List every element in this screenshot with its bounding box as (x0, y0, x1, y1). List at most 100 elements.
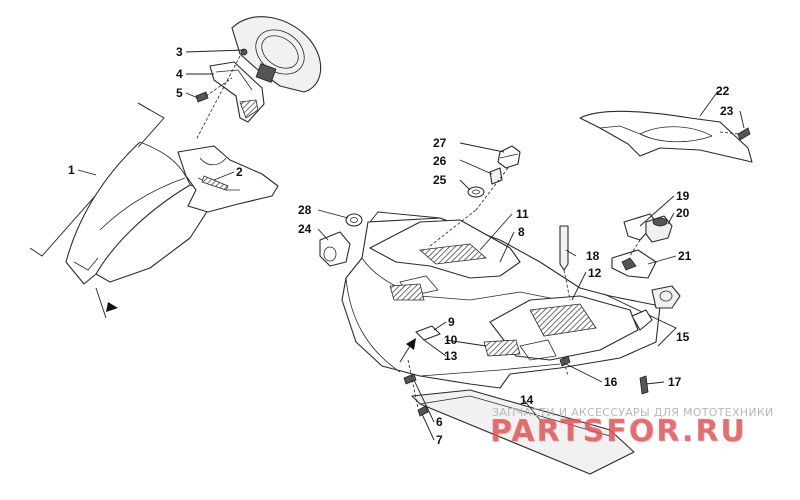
arrow-shaft-6 (399, 345, 411, 363)
control-knob (319, 231, 351, 267)
callout-11: 11 (516, 207, 529, 221)
callout-6: 6 (436, 415, 443, 429)
headlight-assembly (29, 16, 322, 319)
callout-8: 8 (518, 225, 525, 239)
leader-22 (699, 90, 719, 117)
callout-22: 22 (716, 84, 730, 98)
leader-24 (317, 228, 329, 241)
leader-28 (317, 209, 349, 219)
leader-11 (479, 213, 513, 251)
switch-cluster (603, 213, 681, 347)
screw-guide-16 (563, 361, 569, 377)
callout-7: 7 (436, 433, 443, 447)
screw-7 (417, 405, 429, 417)
callout-9: 9 (448, 315, 455, 329)
callout-1: 1 (68, 163, 75, 177)
fastener-cluster (319, 145, 521, 267)
callout-18: 18 (586, 249, 600, 263)
callout-25: 25 (433, 173, 447, 187)
dash-trim-assembly (579, 110, 753, 163)
leader-lines (77, 49, 745, 441)
leader-14 (523, 399, 541, 421)
screw-16 (559, 355, 571, 367)
arrow-head-6 (406, 338, 416, 350)
leader-12 (571, 271, 587, 301)
screw-guide-5 (205, 77, 233, 97)
pin-guide (563, 269, 571, 301)
callout-28: 28 (298, 203, 312, 217)
grip-clip (631, 309, 653, 331)
leader-23 (739, 110, 745, 129)
mounting-pin (559, 225, 569, 271)
left-vent-grille (389, 283, 425, 301)
dash-trim-panel (579, 110, 753, 163)
filler-cap (497, 145, 521, 169)
leader-3 (185, 49, 245, 53)
switch-plate-slot (621, 257, 637, 271)
cap-washer (467, 186, 485, 198)
trim-screw (737, 127, 751, 141)
leader-13 (423, 339, 447, 357)
callout-16: 16 (604, 375, 618, 389)
callout-3: 3 (176, 45, 183, 59)
headlight-cowl (65, 141, 211, 285)
trim-screw-guide (719, 131, 741, 135)
leader-26 (459, 159, 493, 175)
leader-1 (77, 169, 97, 176)
leader-25 (459, 179, 471, 191)
knob-face (323, 246, 337, 262)
knob-washer (345, 213, 363, 227)
cowl-crease (99, 177, 186, 231)
callout-23: 23 (720, 104, 734, 118)
hood-left-edge (345, 277, 401, 373)
leader-10 (445, 339, 487, 347)
callout-labels: 3 4 5 1 2 27 26 25 28 24 11 8 18 12 19 2… (68, 45, 734, 447)
callout-21: 21 (678, 249, 692, 263)
bracket-line-1b (137, 102, 151, 111)
leader-27 (459, 142, 505, 153)
lamp-lens-inner (261, 35, 299, 69)
leader-6 (413, 379, 435, 423)
callout-13: 13 (444, 349, 458, 363)
cap-spring (489, 167, 503, 185)
cowl-edge (139, 141, 191, 186)
headlight-bezel (177, 145, 279, 213)
lamp-connector (255, 63, 277, 83)
hood-bottom-seam (419, 363, 561, 377)
watermark-brand: PARTSFOR.RU (490, 414, 747, 449)
hood-bracket-line (369, 211, 441, 223)
callout-17: 17 (668, 375, 682, 389)
callout-26: 26 (433, 154, 447, 168)
arrow-head-1 (106, 302, 118, 312)
trim-edge (599, 125, 651, 139)
arrow-shaft-1 (95, 287, 107, 319)
callout-2: 2 (236, 165, 243, 179)
console-vent (529, 303, 597, 337)
leader-21 (647, 255, 677, 265)
callout-19: 19 (676, 189, 690, 203)
callout-14: 14 (520, 393, 534, 407)
watermark-subtitle: ЗАПЧАСТИ И АКСЕССУАРЫ ДЛЯ МОТОТЕХНИКИ (492, 406, 774, 419)
bracket-screw (195, 91, 209, 103)
leader-8 (499, 231, 515, 263)
grip-connector-end (659, 290, 673, 302)
bezel-notch (199, 157, 227, 166)
callout-15: 15 (676, 330, 690, 344)
lower-recess (519, 339, 557, 361)
bezel-vent (201, 175, 229, 191)
trim-opening (639, 126, 713, 137)
leader-5 (185, 92, 199, 99)
switch-top (652, 217, 668, 227)
callout-4: 4 (176, 67, 183, 81)
cowl-tip (73, 257, 99, 271)
knob-washer-hole (350, 217, 358, 223)
leader-18 (565, 249, 577, 257)
callout-12: 12 (588, 266, 602, 280)
headlight-lamp (231, 16, 322, 93)
lamp-mount-bracket (209, 61, 265, 123)
leader-19 (639, 195, 675, 227)
mount-bracket-pad (239, 99, 259, 119)
screw-17 (639, 375, 649, 395)
